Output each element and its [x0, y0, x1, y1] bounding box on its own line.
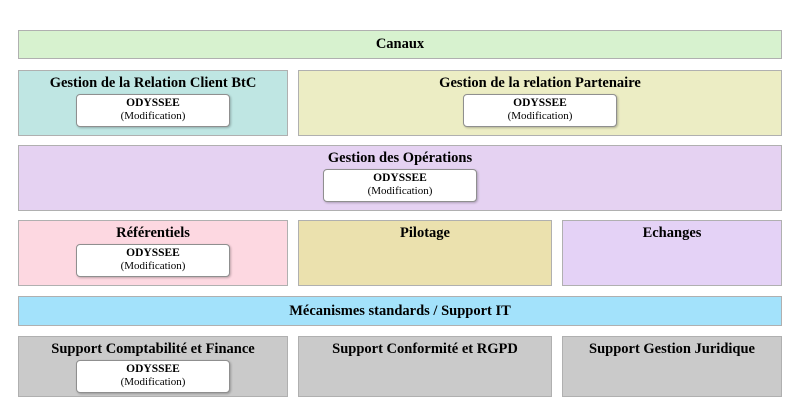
block-pilotage-title: Pilotage [400, 225, 450, 241]
block-echanges: Echanges [562, 220, 782, 286]
row-relations: Gestion de la Relation Client BtC ODYSSE… [18, 70, 782, 136]
block-support-comptabilite-finance-title: Support Comptabilité et Finance [51, 341, 255, 357]
block-gestion-relation-partenaire-title: Gestion de la relation Partenaire [439, 75, 641, 91]
block-support-gestion-juridique-title: Support Gestion Juridique [589, 341, 755, 357]
block-support-comptabilite-finance: Support Comptabilité et Finance ODYSSEE … [18, 336, 288, 397]
odyssee-box: ODYSSEE (Modification) [463, 93, 617, 127]
odyssee-box: ODYSSEE (Modification) [76, 243, 230, 277]
row-referentiels-pilotage-echanges: Référentiels ODYSSEE (Modification) Pilo… [18, 220, 782, 286]
block-gestion-relation-client-btc: Gestion de la Relation Client BtC ODYSSE… [18, 70, 288, 136]
block-canaux-title: Canaux [375, 36, 425, 53]
odyssee-sublabel: (Modification) [120, 376, 186, 389]
architecture-diagram: Canaux Gestion de la Relation Client BtC… [18, 30, 782, 397]
row-canaux: Canaux [18, 30, 782, 59]
odyssee-box: ODYSSEE (Modification) [323, 168, 477, 202]
odyssee-label: ODYSSEE [126, 96, 180, 109]
odyssee-label: ODYSSEE [513, 96, 567, 109]
block-gestion-relation-partenaire: Gestion de la relation Partenaire ODYSSE… [298, 70, 782, 136]
odyssee-box: ODYSSEE (Modification) [76, 93, 230, 127]
block-gestion-relation-client-btc-title: Gestion de la Relation Client BtC [49, 75, 257, 91]
block-mecanismes-support-it-title: Mécanismes standards / Support IT [289, 302, 511, 319]
block-referentiels-title: Référentiels [116, 225, 190, 241]
block-gestion-des-operations-title: Gestion des Opérations [327, 150, 473, 166]
odyssee-label: ODYSSEE [126, 246, 180, 259]
row-mecanismes-support-it: Mécanismes standards / Support IT [18, 296, 782, 326]
odyssee-sublabel: (Modification) [120, 110, 186, 123]
odyssee-label: ODYSSEE [126, 362, 180, 375]
block-echanges-title: Echanges [642, 225, 702, 241]
odyssee-sublabel: (Modification) [507, 110, 573, 123]
odyssee-label: ODYSSEE [373, 171, 427, 184]
row-operations: Gestion des Opérations ODYSSEE (Modifica… [18, 145, 782, 211]
block-canaux: Canaux [18, 30, 782, 59]
block-pilotage: Pilotage [298, 220, 552, 286]
block-mecanismes-support-it: Mécanismes standards / Support IT [18, 296, 782, 326]
block-gestion-des-operations: Gestion des Opérations ODYSSEE (Modifica… [18, 145, 782, 211]
odyssee-box: ODYSSEE (Modification) [76, 359, 230, 393]
odyssee-sublabel: (Modification) [120, 260, 186, 273]
block-support-gestion-juridique: Support Gestion Juridique [562, 336, 782, 397]
block-support-conformite-rgpd-title: Support Conformité et RGPD [332, 341, 518, 357]
block-support-conformite-rgpd: Support Conformité et RGPD [298, 336, 552, 397]
odyssee-sublabel: (Modification) [367, 185, 433, 198]
row-supports: Support Comptabilité et Finance ODYSSEE … [18, 336, 782, 397]
block-referentiels: Référentiels ODYSSEE (Modification) [18, 220, 288, 286]
